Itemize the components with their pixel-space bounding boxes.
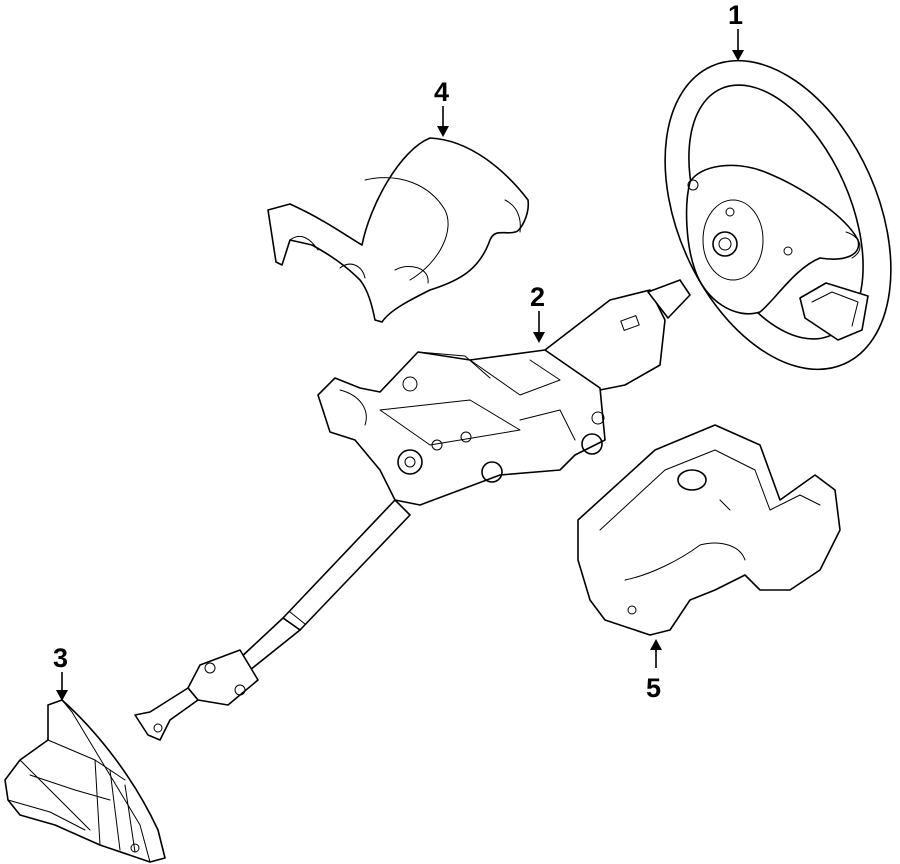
arrowhead-5 xyxy=(650,639,662,650)
callout-3: 3 xyxy=(53,643,68,673)
callout-2: 2 xyxy=(530,282,545,312)
steering-column-assembly xyxy=(134,279,691,741)
callout-4: 4 xyxy=(434,77,449,107)
air-bag-module xyxy=(4,699,166,863)
arrowhead-3 xyxy=(56,690,68,701)
lower-column-shroud xyxy=(577,424,841,636)
upper-column-shroud xyxy=(267,137,530,323)
arrowhead-4 xyxy=(437,126,449,137)
callout-5: 5 xyxy=(646,673,661,703)
arrowhead-1 xyxy=(732,50,744,61)
callout-1: 1 xyxy=(728,0,743,30)
steering-wheel xyxy=(664,59,892,371)
arrowhead-2 xyxy=(533,332,545,343)
